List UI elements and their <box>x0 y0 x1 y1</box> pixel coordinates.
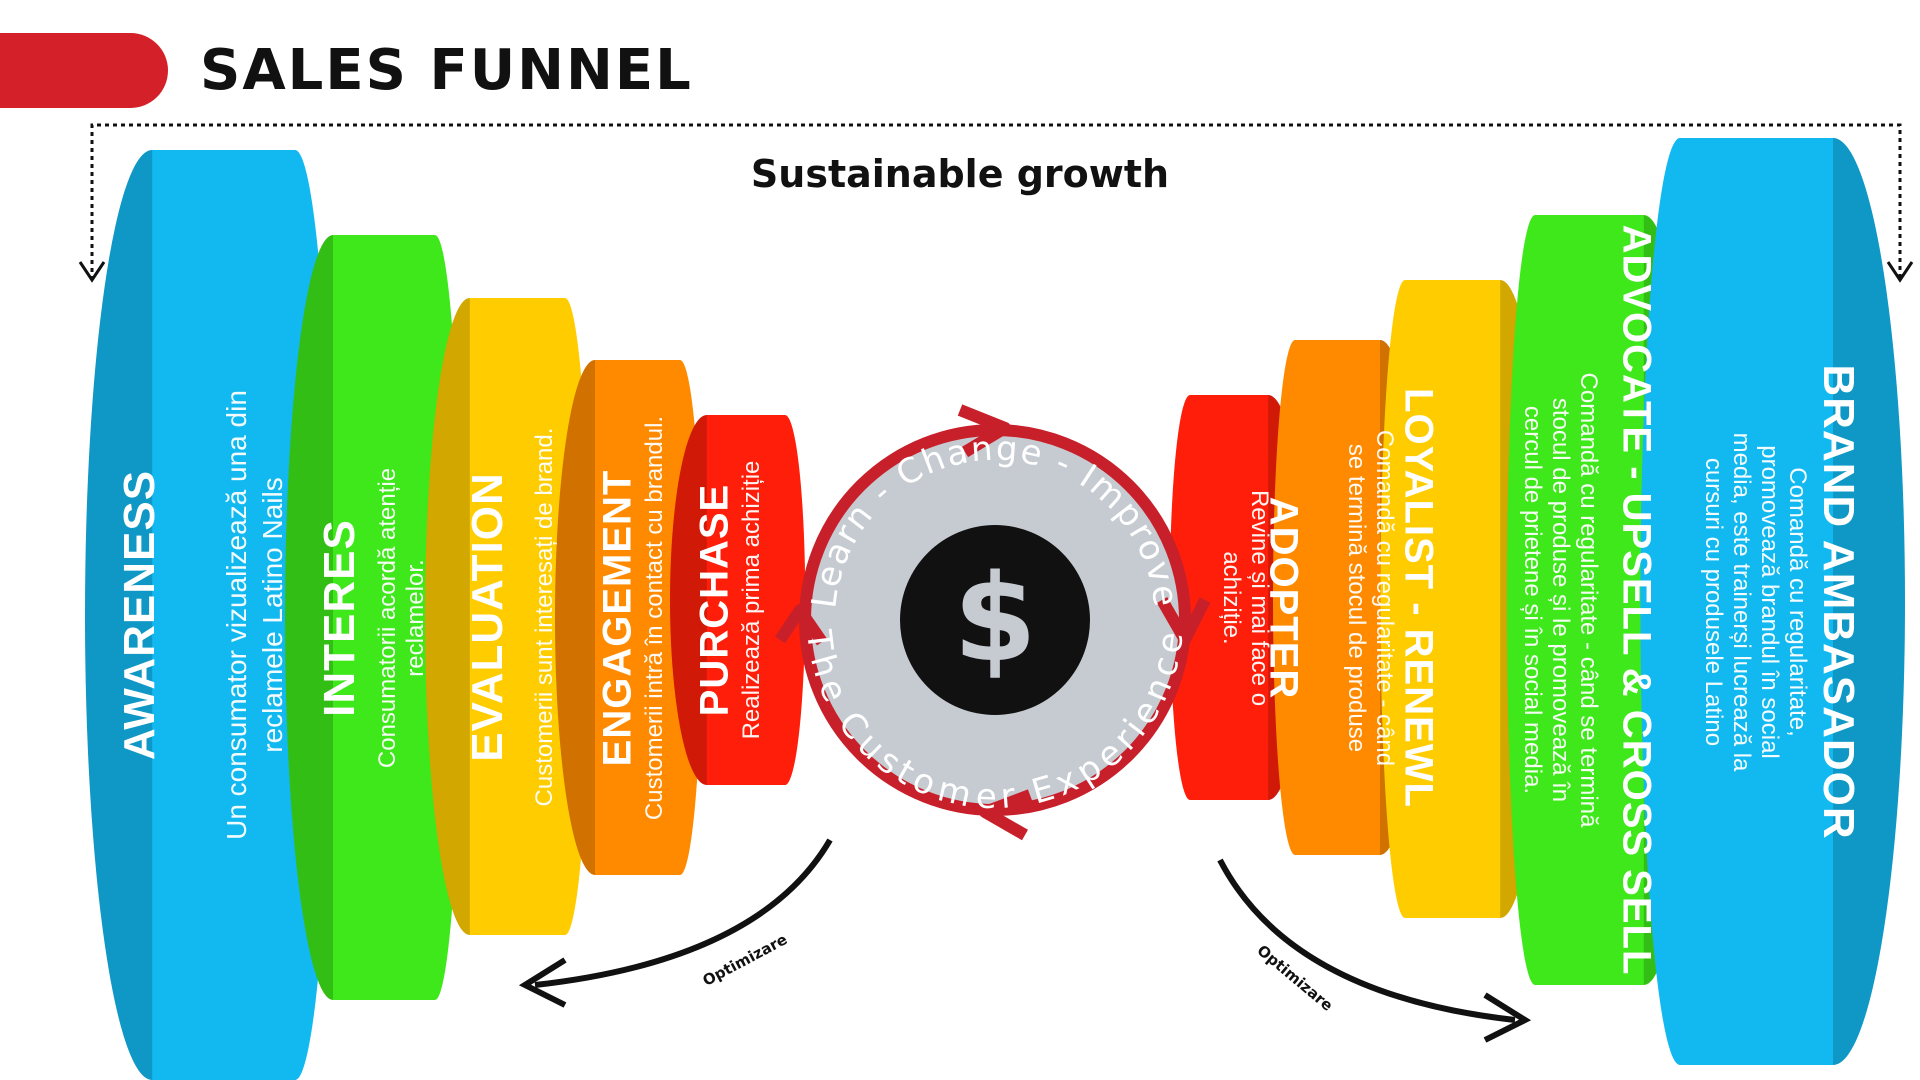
right-stage-title: LOYALIST - RENEWL <box>1396 387 1441 808</box>
growth-loop-line <box>90 123 1902 280</box>
left-stage-description: Customerii intră în contact cu brandul. <box>641 415 668 820</box>
header-accent-bar <box>0 33 168 108</box>
growth-arrow-right <box>1886 261 1914 283</box>
right-stage-description: Comandă cu regularitate, promovează bran… <box>1700 432 1811 771</box>
dollar-badge <box>900 525 1090 715</box>
left-stage-description: Customerii sunt interesați de brand. <box>531 427 558 806</box>
right-stage-description: Comandă cu regularitate - când se termin… <box>1519 372 1602 828</box>
cycle-arrow-3 <box>979 789 1033 841</box>
right-stage-title: ADVOCATE - UPSELL & CROSS SELL <box>1614 224 1659 976</box>
dollar-icon: $ <box>953 550 1037 689</box>
left-funnel <box>85 150 806 1080</box>
left-stage-description: Consumatorii acordă atenție reclamelor. <box>374 467 429 768</box>
optimization-arrow-left <box>534 838 833 988</box>
right-stage-description: Comandă cu regularitate - când se termin… <box>1343 429 1398 766</box>
growth-arrow-left <box>78 261 106 283</box>
optimization-arrow-right <box>1217 858 1516 1023</box>
cycle-arrow-4 <box>775 604 827 646</box>
left-stage-shape-4 <box>555 360 702 875</box>
right-stage-shape-5 <box>1640 138 1905 1065</box>
left-stage-title: AWARENESS <box>115 469 164 761</box>
optimization-arrowhead-left <box>518 957 567 1008</box>
cycle-arrow-2 <box>1156 597 1211 646</box>
left-stage-description: Un consumator vizualizează una din recla… <box>221 390 288 840</box>
left-stage-shape-5 <box>670 415 806 785</box>
page-title: SALES FUNNEL <box>200 38 693 103</box>
optimization-arrowhead-right <box>1483 992 1532 1043</box>
right-stage-title: BRAND AMBASADOR <box>1814 363 1863 840</box>
right-stage-description: Revine și mai face o achiziție. <box>1218 489 1273 706</box>
left-stage-title: EVALUATION <box>463 471 512 762</box>
left-stage-title: PURCHASE <box>692 483 737 717</box>
left-stage-description: Realizează prima achiziție <box>738 460 765 740</box>
left-stage-title: ENGAGEMENT <box>595 469 640 766</box>
cycle-circle: Learn - Change - Improve The Customer Ex… <box>775 404 1211 841</box>
right-funnel <box>1169 138 1905 1065</box>
left-stage-title: INTERES <box>315 518 364 717</box>
cycle-arrow-1 <box>957 404 1011 458</box>
growth-label: Sustainable growth <box>750 152 1170 196</box>
